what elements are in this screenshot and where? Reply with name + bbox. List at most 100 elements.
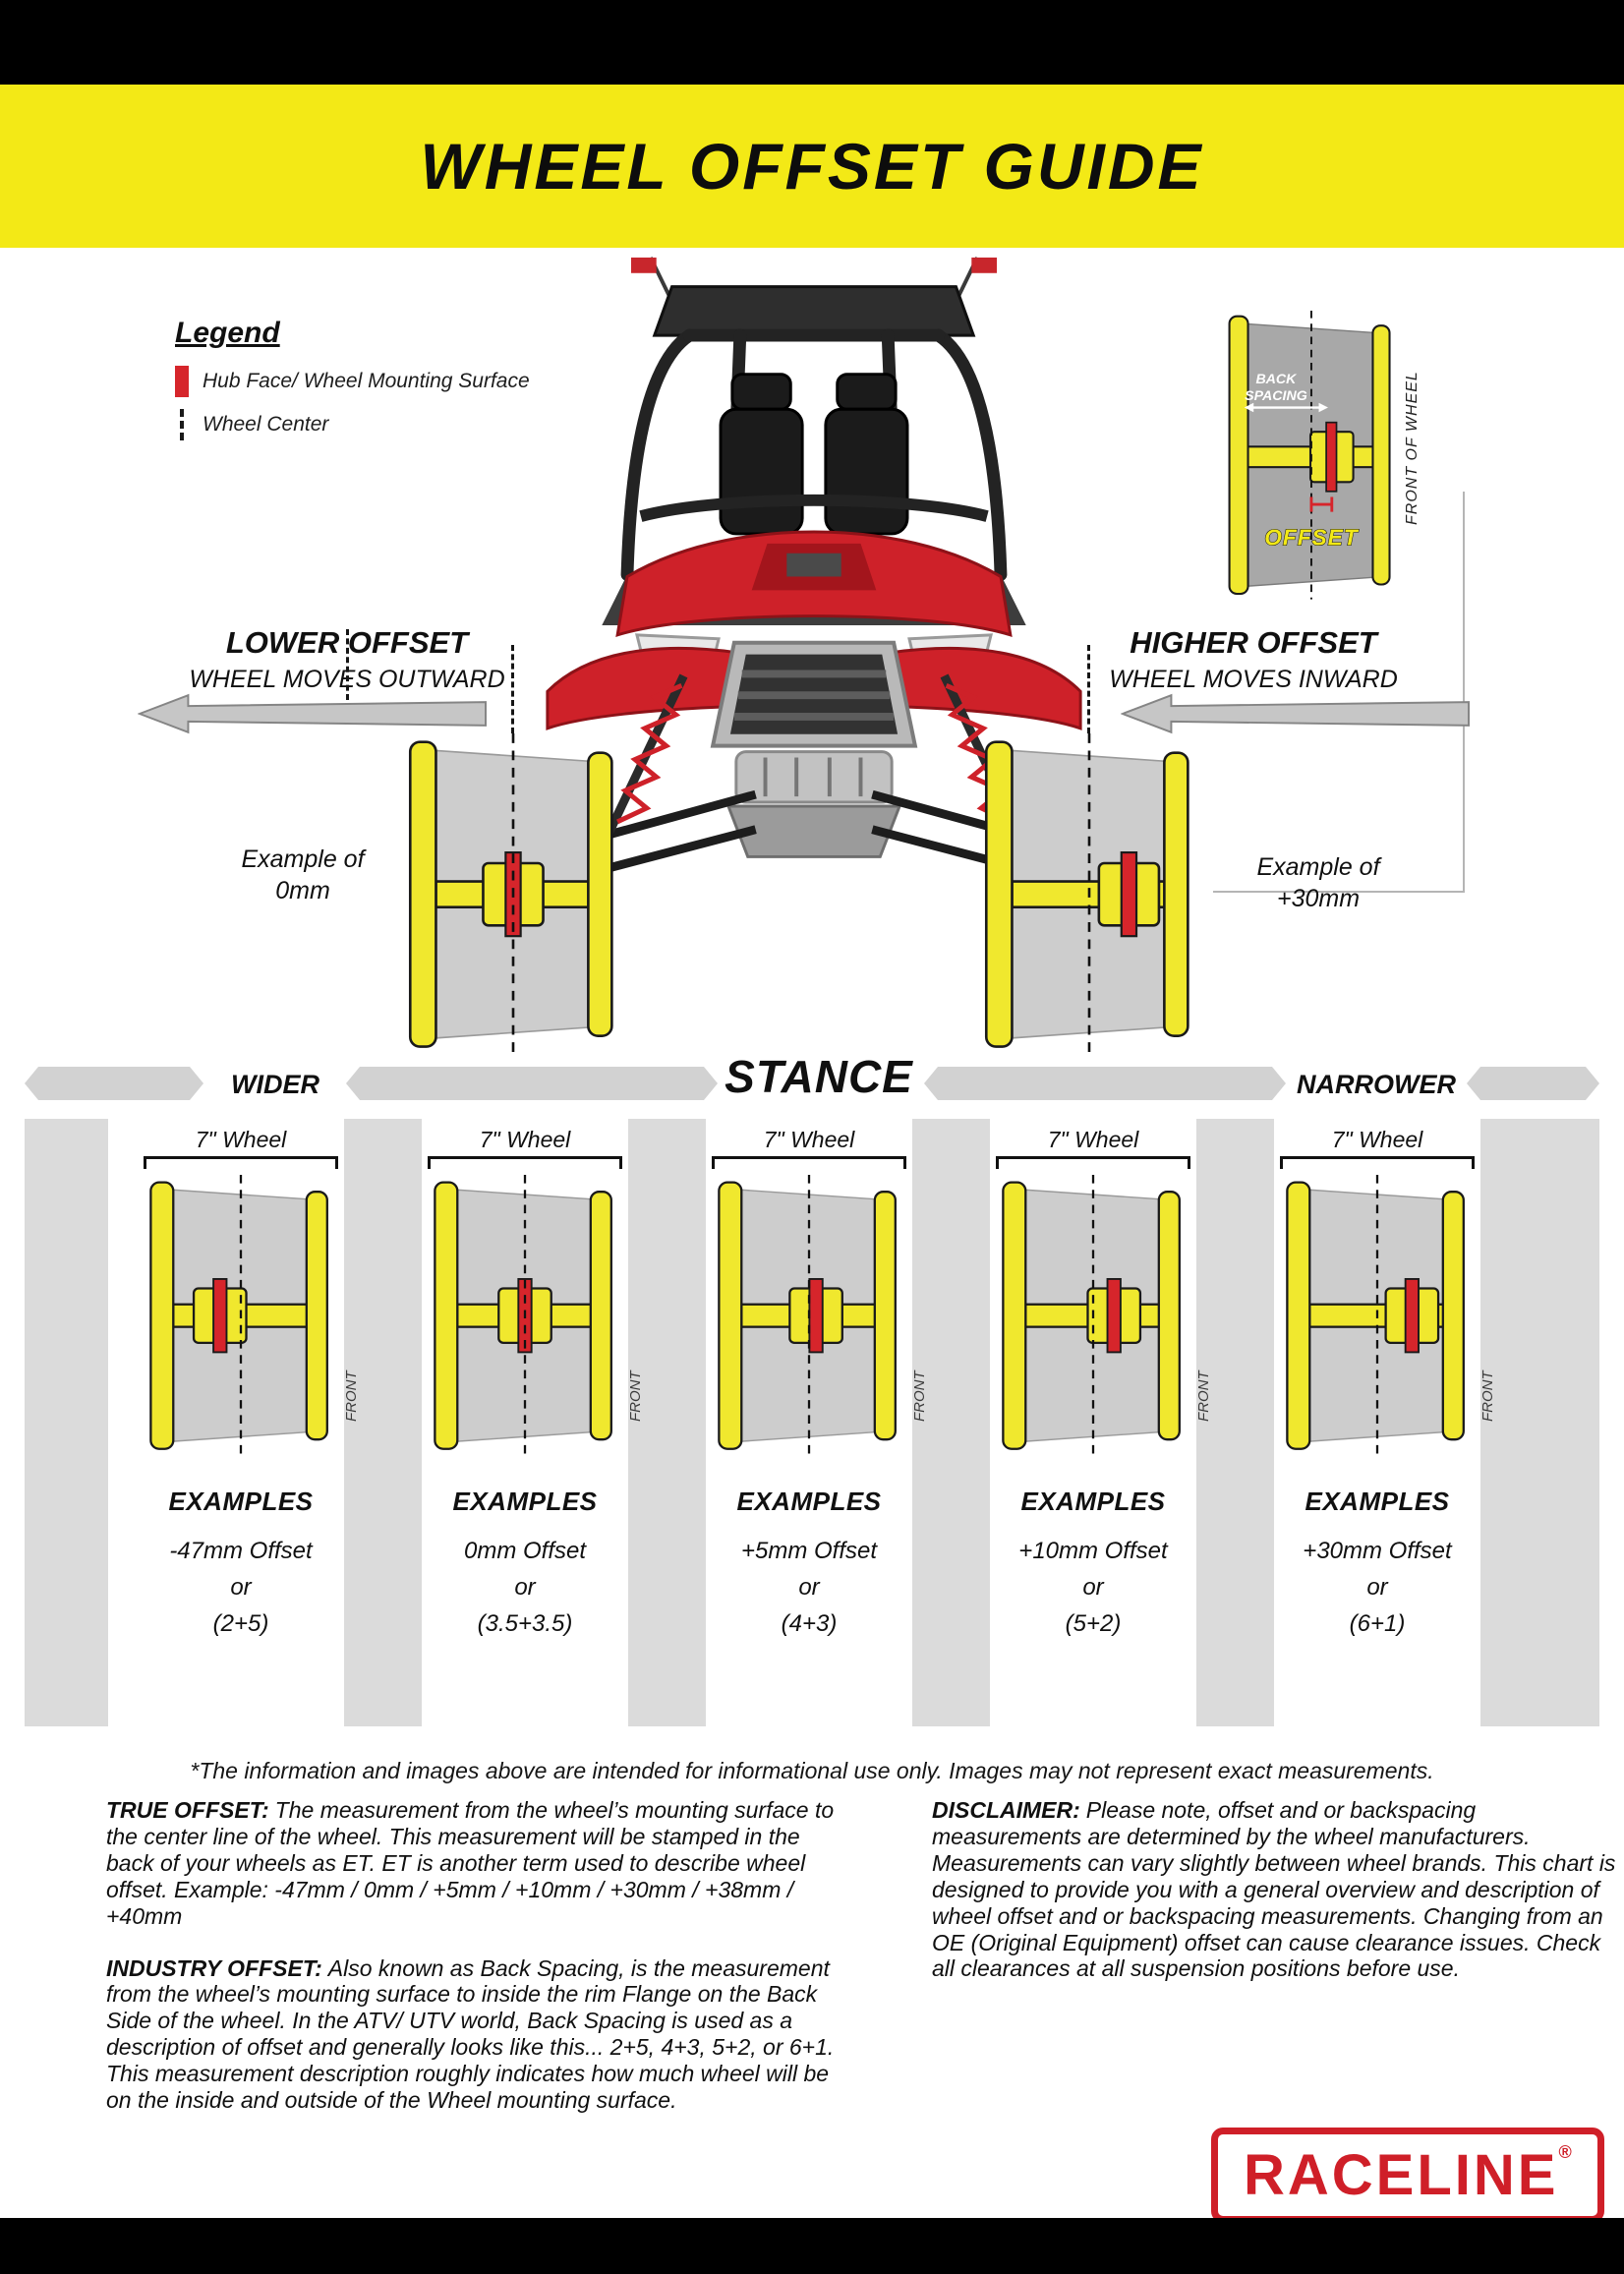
column-strip [628,1119,706,1726]
callout-connector-line [1213,492,1465,893]
examples-heading: EXAMPLES [736,1487,882,1517]
page-title: WHEEL OFFSET GUIDE [420,130,1204,203]
front-label: FRONT [627,1370,644,1422]
disclaimer-label: DISCLAIMER: [932,1797,1080,1823]
offset-value: +5mm Offset [740,1538,878,1565]
notes-left-column: TRUE OFFSET:The measurement from the whe… [106,1797,836,2139]
legend-item-wheel-center: Wheel Center [175,409,588,440]
measure-bracket [144,1156,338,1169]
wheel-cross-section [408,733,613,1056]
measure-bracket [996,1156,1190,1169]
measure-bracket [1280,1156,1475,1169]
offset-or: or [1082,1574,1104,1602]
front-of-wheel-label: FRONT OF WHEEL [1404,371,1421,525]
stance-bar-mid-left [346,1067,718,1100]
wheel-cross-section [718,1175,897,1457]
measure-bracket [712,1156,906,1169]
wheel-moves-outward-arrow [138,693,488,734]
raceline-logo: RACELINE® [1211,2128,1604,2223]
wheel-center-dash-left [511,645,514,733]
stance-title: STANCE [725,1051,913,1102]
wheel-cross-section [1002,1175,1181,1457]
offset-or: or [1366,1574,1388,1602]
wheel-cross-section [434,1175,612,1457]
offset-example-block: +5mm Offset or (4+3) [706,1533,912,1642]
legend-item-hub-face: Hub Face/ Wheel Mounting Surface [175,366,588,397]
hub-offset-wheel-section: BACK SPACING OFFSET [1228,311,1391,600]
true-offset-text: The measurement from the wheel’s mountin… [106,1797,835,1929]
measure-bracket [428,1156,622,1169]
higher-offset-subtitle: WHEEL MOVES INWARD [1109,666,1398,693]
front-label: FRONT [343,1370,360,1422]
industry-offset-text: Also known as Back Spacing, is the measu… [106,1954,835,2114]
column-strip [1480,1119,1599,1726]
higher-offset-title: HIGHER OFFSET [1130,625,1377,660]
example-wheel-plus30mm [971,733,1207,1060]
stance-bar-mid-right [924,1067,1286,1100]
wheel-column-0mm: 7" Wheel FRONT EXAMPLES 0mm Offset or (3… [422,1127,644,1642]
legend-wheel-center-label: Wheel Center [203,413,329,436]
offset-example-block: +30mm Offset or (6+1) [1274,1533,1480,1642]
raceline-logo-text: RACELINE [1244,2143,1559,2207]
offset-label: OFFSET [1264,525,1359,551]
example-plus30mm-label-line2: +30mm [1276,885,1361,912]
stance-wider-label: WIDER [231,1070,319,1099]
wheel-diagram-minus47 [138,1175,344,1461]
legend-hub-face-label: Hub Face/ Wheel Mounting Surface [203,370,530,392]
offset-backspacing: (5+2) [1065,1610,1122,1638]
example-wheel-0mm [395,733,631,1060]
true-offset-paragraph: TRUE OFFSET:The measurement from the whe… [106,1797,836,1930]
disclaimer-text: Please note, offset and or backspacing m… [932,1797,1616,1982]
column-strip [1196,1119,1274,1726]
offset-or: or [798,1574,820,1602]
example-0mm-label-line1: Example of [241,845,365,873]
hub-face-icon [175,366,189,397]
offset-backspacing: (2+5) [212,1610,269,1638]
offset-backspacing: (6+1) [1349,1610,1406,1638]
example-plus30mm-label-line1: Example of [1256,853,1380,881]
offset-value: +30mm Offset [1303,1538,1452,1565]
disclaimer-paragraph: DISCLAIMER:Please note, offset and or ba… [932,1797,1620,1982]
front-label: FRONT [1479,1370,1496,1422]
back-spacing-label-line2: SPACING [1245,388,1307,404]
offset-or: or [514,1574,536,1602]
wheel-diagram-plus10 [990,1175,1196,1461]
examples-heading: EXAMPLES [452,1487,598,1517]
wheel-cross-section [984,733,1189,1056]
wheel-size-label: 7" Wheel [763,1127,855,1152]
offset-value: -47mm Offset [169,1538,313,1565]
example-0mm-label-line2: 0mm [275,877,330,904]
stance-narrower-label: NARROWER [1297,1070,1456,1099]
offset-or: or [230,1574,252,1602]
wheel-center-dash-mark [346,629,349,700]
wheel-size-label: 7" Wheel [479,1127,571,1152]
stance-bar-right [1467,1067,1599,1100]
wheel-cross-section [149,1175,328,1457]
wheel-column-plus30: 7" Wheel FRONT EXAMPLES +30mm Offset or … [1274,1127,1496,1642]
industry-offset-label: INDUSTRY OFFSET: [106,1954,322,1981]
examples-heading: EXAMPLES [1020,1487,1166,1517]
examples-heading: EXAMPLES [1305,1487,1450,1517]
notes-right-column: DISCLAIMER:Please note, offset and or ba… [932,1797,1620,2008]
back-spacing-label-line1: BACK [1255,372,1298,387]
wheel-moves-inward-arrow [1121,693,1471,734]
industry-offset-paragraph: INDUSTRY OFFSET:Also known as Back Spaci… [106,1955,836,2114]
legend-title: Legend [175,317,280,349]
examples-heading: EXAMPLES [168,1487,314,1517]
front-label: FRONT [911,1370,928,1422]
wheel-diagram-plus5 [706,1175,912,1461]
footnote: *The information and images above are in… [190,1758,1434,1783]
column-strip [25,1119,108,1726]
hub-offset-diagram: BACK SPACING OFFSET [1222,311,1399,605]
wheel-column-minus47: 7" Wheel FRONT EXAMPLES -47mm Offset or … [138,1127,360,1642]
wheel-column-plus10: 7" Wheel FRONT EXAMPLES +10mm Offset or … [990,1127,1212,1642]
wheel-center-dash-right [1087,645,1090,733]
legend: Legend Hub Face/ Wheel Mounting Surface … [175,317,588,452]
higher-offset-callout: HIGHER OFFSET WHEEL MOVES INWARD [1022,625,1484,694]
wheel-diagram-plus30 [1274,1175,1480,1461]
offset-backspacing: (3.5+3.5) [477,1610,573,1638]
stance-bar-left [25,1067,203,1100]
column-strip [344,1119,422,1726]
wheel-size-label: 7" Wheel [1047,1127,1139,1152]
